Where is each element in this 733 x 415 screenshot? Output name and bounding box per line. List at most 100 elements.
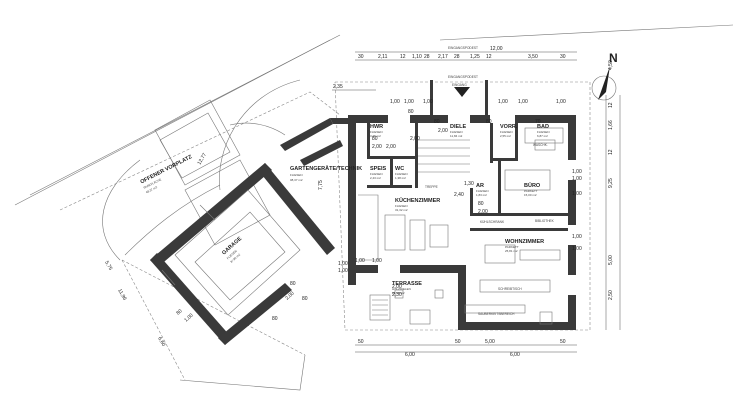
room-hwr: HWR FLIESEN 3,25 m2 — [370, 124, 383, 138]
svg-text:KÜHLSCHRANK: KÜHLSCHRANK — [480, 220, 505, 224]
dim-room-30: 80 — [290, 281, 296, 287]
dim-right-5: 5,00 — [608, 255, 614, 265]
room-speis: SPEIS FLIESEN 2,43 m2 — [370, 166, 387, 180]
dim-room-11: 70 — [535, 119, 541, 125]
svg-text:2,43 m2: 2,43 m2 — [370, 176, 381, 180]
dim-room-5: 1,00 — [423, 99, 433, 105]
dim-room-18: 80 — [478, 201, 484, 207]
svg-text:6,87 m2: 6,87 m2 — [537, 134, 548, 138]
dim-top-7: 1,25 — [470, 54, 480, 60]
room-buero: BÜRO PARKETT 15,00 m2 — [524, 182, 541, 197]
property-lines — [14, 24, 733, 391]
svg-text:HWR: HWR — [370, 124, 383, 130]
house-walls — [348, 80, 576, 330]
svg-text:DIELE: DIELE — [450, 124, 467, 130]
dim-top-2: 12 — [400, 54, 406, 60]
dim-room-35: 1,00 — [183, 312, 194, 323]
dim-top-5: 2,17 — [438, 54, 448, 60]
svg-text:48,37 m2: 48,37 m2 — [145, 185, 158, 194]
svg-text:FLIESEN: FLIESEN — [290, 173, 303, 177]
dim-top-total: 12,00 — [490, 46, 503, 52]
dim-room-17: 2,40 — [454, 192, 464, 198]
room-vorr: VORR. FLIESEN 2,55 m2 — [500, 124, 518, 138]
dim-room-25: 2,30 — [392, 292, 402, 298]
svg-text:1,83 m2: 1,83 m2 — [476, 193, 487, 197]
dim-right-3: 12 — [608, 149, 614, 155]
dim-technik-side: 7,75 — [318, 180, 324, 190]
svg-text:08,37 m2: 08,37 m2 — [290, 178, 303, 182]
svg-text:11,84 m2: 11,84 m2 — [450, 134, 463, 138]
svg-text:EINGANG: EINGANG — [452, 83, 467, 87]
room-wohnzimmer: WOHNZIMMER PARKETT 25,81 m2 — [505, 239, 544, 253]
dim-room-15: 1,00 — [572, 169, 582, 175]
dim-room-2: 80 — [372, 136, 378, 142]
svg-text:EINGANGSPODEST: EINGANGSPODEST — [448, 75, 478, 79]
dim-right-1: 12 — [608, 102, 614, 108]
connector — [280, 118, 350, 166]
north-arrow: N — [591, 51, 618, 101]
dim-room-27: 1,00 — [338, 268, 348, 274]
room-kuechenzimmer: KÜCHENZIMMER FLIESEN 31,32 m2 — [395, 197, 440, 212]
svg-text:1,38 m2: 1,38 m2 — [395, 176, 406, 180]
dim-right-6: 2,50 — [608, 290, 614, 300]
svg-text:BIBLIOTHEK: BIBLIOTHEK — [535, 219, 555, 223]
svg-text:15,00 m2: 15,00 m2 — [524, 193, 537, 197]
room-ar: AR FLIESEN 1,83 m2 — [476, 183, 489, 197]
dim-top-9: 3,50 — [528, 54, 538, 60]
svg-text:SAUBERKEITSBEREICH: SAUBERKEITSBEREICH — [478, 312, 515, 316]
dim-room-21: 1,00 — [572, 191, 582, 197]
svg-text:FLIESEN: FLIESEN — [370, 130, 383, 134]
svg-text:25,81 m2: 25,81 m2 — [505, 249, 518, 253]
dim-room-32: 80 — [272, 316, 278, 322]
svg-text:BAD: BAD — [537, 124, 549, 130]
svg-text:FLIESEN: FLIESEN — [537, 130, 550, 134]
dim-room-6: 2,00 — [410, 136, 420, 142]
svg-text:FLIESEN: FLIESEN — [476, 189, 489, 193]
annotation-labels: EINGANGSPODEST EINGANGSPODEST EINGANG SA… — [425, 46, 555, 316]
svg-text:FLIESEN: FLIESEN — [370, 172, 383, 176]
dim-right-2: 1,66 — [608, 120, 614, 130]
dim-room-33: 2,00 — [284, 290, 295, 301]
svg-text:HOLZDIELEN: HOLZDIELEN — [392, 287, 411, 291]
svg-text:EINGANGSPODEST: EINGANGSPODEST — [448, 46, 478, 50]
dim-top-10: 30 — [560, 54, 566, 60]
north-label: N — [609, 51, 618, 65]
svg-text:PARKETT: PARKETT — [505, 245, 519, 249]
dim-top-6: 28 — [454, 54, 460, 60]
dim-room-26: 1,00 — [338, 261, 348, 267]
dim-room-29: 1,00 — [372, 258, 382, 264]
dim-room-23: 1,00 — [572, 246, 582, 252]
svg-text:FLIESEN: FLIESEN — [226, 249, 238, 260]
dim-top-1: 2,11 — [378, 54, 388, 60]
dim-room-9: 2,00 — [438, 128, 448, 134]
svg-text:FLIESEN: FLIESEN — [395, 172, 408, 176]
dim-bottom-2: 5,00 — [485, 339, 495, 345]
dim-room-22: 1,00 — [572, 234, 582, 240]
dim-room-4: 1,00 — [404, 99, 414, 105]
svg-text:GARTENGERÄTE/TECHNIK: GARTENGERÄTE/TECHNIK — [290, 165, 362, 172]
dim-room-7: 80 — [408, 109, 414, 115]
svg-text:2,55 m2: 2,55 m2 — [500, 134, 511, 138]
dim-bottom-1: 50 — [455, 339, 461, 345]
dim-vorplatz-top: 12,77 — [197, 152, 209, 166]
dim-room-0: 1,00 — [390, 99, 400, 105]
dim-top-3: 1,10 — [412, 54, 422, 60]
dim-room-10: 80 — [486, 119, 492, 125]
dim-top-left: 2,35 — [333, 84, 343, 90]
svg-text:31,32 m2: 31,32 m2 — [395, 208, 408, 212]
dim-room-31: 80 — [302, 296, 308, 302]
svg-text:3,25 m2: 3,25 m2 — [370, 134, 381, 138]
dim-room-19: 2,00 — [478, 209, 488, 215]
svg-text:FLIESEN: FLIESEN — [395, 204, 408, 208]
dim-room-3: 2,00 — [386, 144, 396, 150]
dim-room-16: 1,30 — [464, 181, 474, 187]
room-diele: DIELE FLIESEN 11,84 m2 — [450, 124, 467, 138]
room-garage: GARAGE FLIESEN 37,80 m2 — [221, 236, 243, 264]
dim-top-8: 12 — [486, 54, 492, 60]
room-bad: BAD FLIESEN 6,87 m2 — [537, 124, 550, 138]
svg-text:OFFENER VORPLATZ: OFFENER VORPLATZ — [140, 154, 194, 186]
dimension-lines — [332, 51, 621, 353]
svg-text:AR: AR — [476, 183, 484, 189]
svg-text:FLIESEN: FLIESEN — [500, 130, 513, 134]
